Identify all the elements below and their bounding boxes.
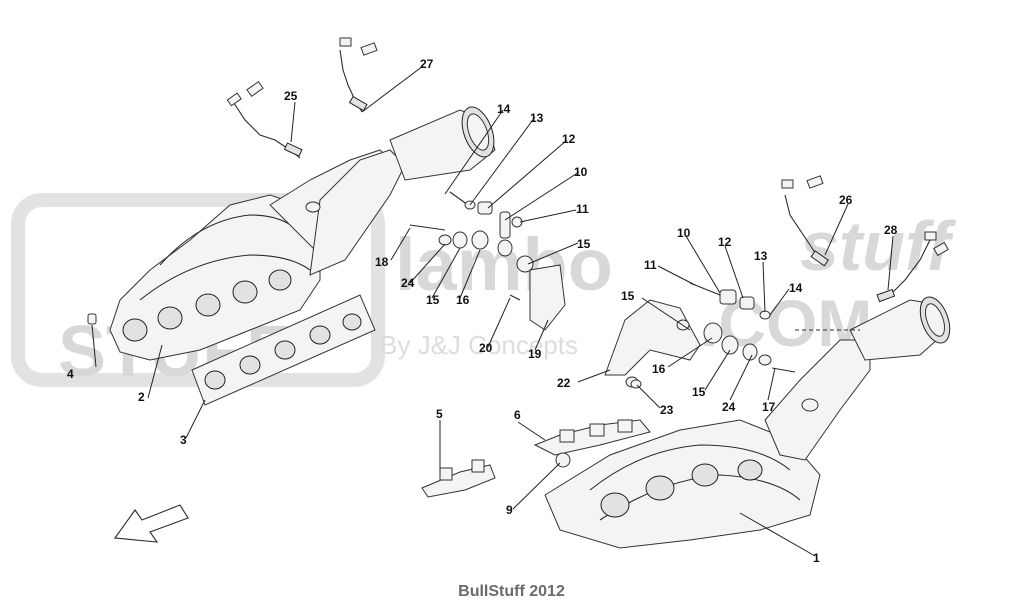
callout-26: 26	[839, 193, 853, 207]
watermark-brand-script: stuff	[800, 207, 957, 285]
callout-16-right: 16	[652, 362, 666, 376]
callout-4: 4	[67, 367, 74, 381]
callout-12-right: 12	[718, 235, 732, 249]
callout-23: 23	[660, 403, 674, 417]
callout-1: 1	[813, 551, 820, 565]
bolt-4	[87, 313, 97, 325]
callout-18: 18	[375, 255, 389, 269]
callout-15-right-a: 15	[621, 289, 635, 303]
callout-10-right: 10	[677, 226, 691, 240]
callout-16-left: 16	[456, 293, 470, 307]
bracket-5	[421, 459, 496, 498]
callout-14-left: 14	[497, 102, 511, 116]
left-mount-hardware	[409, 191, 566, 331]
callout-10-left: 10	[574, 165, 588, 179]
callout-28: 28	[884, 223, 898, 237]
callout-22: 22	[557, 376, 571, 390]
right-mount-hardware	[630, 282, 796, 389]
watermark-byline: By J&J Concepts	[380, 330, 578, 360]
callout-6: 6	[514, 408, 521, 422]
callout-15-left-b: 15	[426, 293, 440, 307]
oxygen-sensor-26	[781, 175, 829, 267]
callout-5: 5	[436, 407, 443, 421]
callout-14-right: 14	[789, 281, 803, 295]
callout-11-right: 11	[644, 258, 657, 272]
oxygen-sensor-28	[876, 231, 949, 303]
callout-24-left: 24	[401, 276, 415, 290]
oxygen-sensor-27	[339, 37, 378, 113]
callout-3: 3	[180, 433, 187, 447]
callout-13-left: 13	[530, 111, 544, 125]
left-exhaust-manifold	[109, 106, 496, 361]
callout-24-right: 24	[722, 400, 736, 414]
footer-credit: BullStuff 2012	[458, 583, 565, 600]
callout-13-right: 13	[754, 249, 768, 263]
callout-numbers: 1 2 3 4 5 6 9 10 10 11 11 12 12 13 13 14…	[67, 57, 898, 565]
right-bracket-22	[604, 299, 701, 388]
oxygen-sensor-25	[226, 81, 303, 159]
callout-15-left-a: 15	[577, 237, 591, 251]
callout-12-left: 12	[562, 132, 576, 146]
callout-15-right-b: 15	[692, 385, 706, 399]
leader-lines	[91, 65, 894, 557]
callout-25: 25	[284, 89, 298, 103]
callout-11-left: 11	[576, 202, 589, 216]
left-manifold-gasket	[191, 294, 376, 406]
callout-27: 27	[420, 57, 434, 71]
callout-17: 17	[762, 400, 776, 414]
callout-20: 20	[479, 341, 493, 355]
right-exhaust-manifold	[544, 296, 951, 549]
front-direction-arrow-icon	[113, 504, 189, 543]
callout-2: 2	[138, 390, 145, 404]
callout-19: 19	[528, 347, 542, 361]
callout-9: 9	[506, 503, 513, 517]
